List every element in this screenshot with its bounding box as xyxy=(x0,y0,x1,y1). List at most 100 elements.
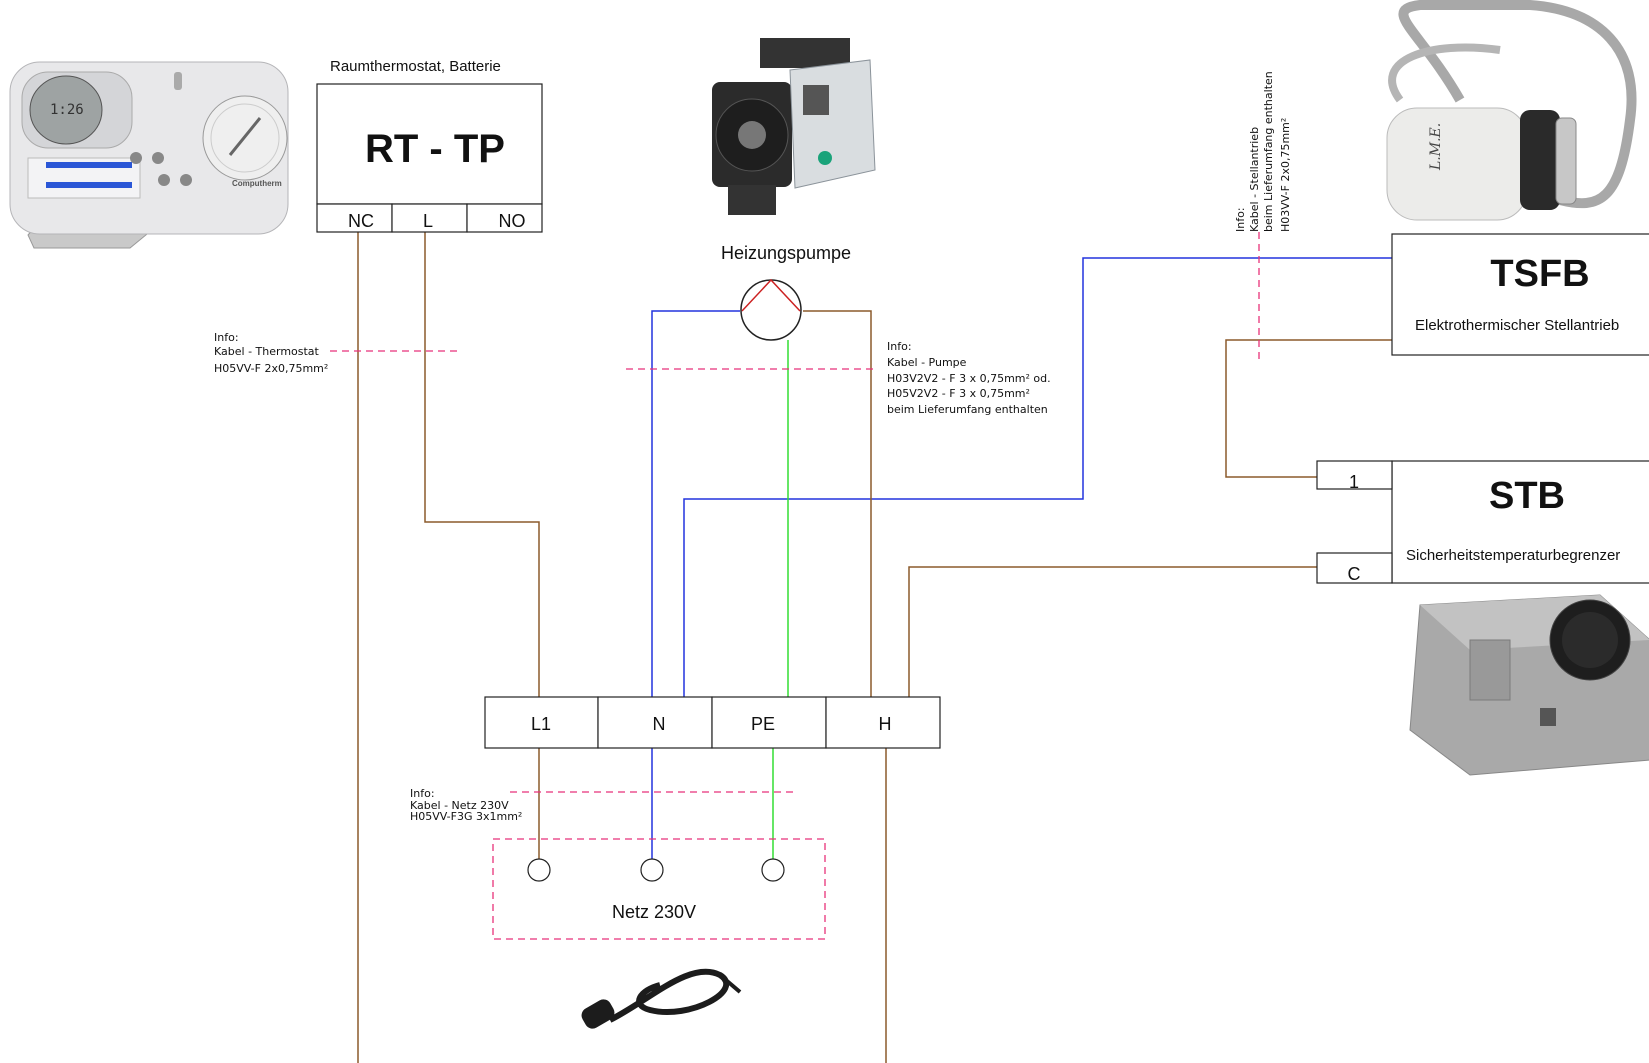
wire-pump-h xyxy=(803,310,872,697)
block-terminal-pe-label: PE xyxy=(751,714,775,734)
pump-connector xyxy=(760,38,850,68)
block-terminal-h xyxy=(825,696,941,749)
info-thermostat-line: Info: xyxy=(214,331,239,344)
actuator-cable-loop xyxy=(1388,43,1501,103)
thermostat-button-3 xyxy=(158,174,170,186)
netz-contact-l1 xyxy=(527,858,551,882)
stb-terminal-c-label: C xyxy=(1348,564,1361,584)
netz: Netz 230V xyxy=(527,858,785,922)
pump-photo xyxy=(712,38,876,215)
wire-n-to-actuator xyxy=(683,257,1392,697)
block-terminal-pe xyxy=(711,696,827,749)
thermostat-dial-pointer xyxy=(228,117,262,156)
block-terminal-h-label: H xyxy=(879,714,892,734)
pump-circle xyxy=(740,279,802,341)
terminal-no xyxy=(466,203,543,233)
power-cable-end xyxy=(718,973,742,994)
info-actuator-line: beim Lieferumfang enthalten xyxy=(1262,71,1275,232)
info-actuator-line: H03VV-F 2x0,75mm² xyxy=(1279,118,1292,232)
thermostat-name: RT - TP xyxy=(365,127,505,171)
pump-flange xyxy=(728,185,776,215)
block-terminal-l1-label: L1 xyxy=(531,714,551,734)
terminal-nc-label: NC xyxy=(348,211,374,231)
thermostat-display-digits: 1:26 xyxy=(50,102,84,118)
info-netz-line: Info: xyxy=(410,787,435,800)
info-actuator-line: Info: xyxy=(1234,207,1247,232)
thermostat-button-1 xyxy=(130,152,142,164)
terminal-nc xyxy=(316,203,393,233)
power-cable-loop xyxy=(608,968,730,1023)
stb-dial-center xyxy=(1562,612,1618,668)
stb-terminal-1 xyxy=(1316,460,1393,490)
stb-frame xyxy=(1391,460,1649,584)
info-markers xyxy=(330,232,1260,940)
pump-symbol: Heizungspumpe xyxy=(721,243,851,341)
thermostat-button-2 xyxy=(152,152,164,164)
netz-label: Netz 230V xyxy=(612,902,696,922)
pump-flow-arrow xyxy=(741,278,801,312)
power-cable-photo xyxy=(581,968,742,1029)
actuator-desc: Elektrothermischer Stellantrieb xyxy=(1415,317,1619,334)
wires xyxy=(357,232,1392,1063)
actuator-cable xyxy=(1398,0,1637,209)
thermostat-box: Raumthermostat, Batterie RT - TP NC L NO xyxy=(316,58,543,233)
stb-name: STB xyxy=(1489,475,1565,517)
thermostat-display xyxy=(29,75,103,145)
terminal-no-label: NO xyxy=(499,211,526,231)
actuator-adapter xyxy=(1555,117,1577,205)
info-thermostat-line: H05VV-F 2x0,75mm² xyxy=(214,362,328,375)
netz-contact-n xyxy=(640,858,664,882)
actuator-name: TSFB xyxy=(1490,253,1589,295)
stb-terminal-1-label: 1 xyxy=(1349,472,1359,492)
block-terminal-l1 xyxy=(484,696,599,749)
thermostat-frame xyxy=(316,83,543,205)
stb-desc: Sicherheitstemperaturbegrenzer xyxy=(1406,547,1620,564)
info-actuator: Info: Kabel - Stellantrieb beim Lieferum… xyxy=(1234,71,1292,232)
stb-screw xyxy=(1540,708,1556,726)
thermostat-photo: 1:26 Computherm xyxy=(9,61,289,249)
stb-box: STB Sicherheitstemperaturbegrenzer 1 C xyxy=(1316,460,1649,584)
thermostat-brand: Computherm xyxy=(232,179,282,188)
power-plug xyxy=(581,999,615,1029)
pump-label: Heizungspumpe xyxy=(721,243,851,263)
stb-terminal-c xyxy=(1316,552,1393,584)
info-netz-line: H05VV-F3G 3x1mm² xyxy=(410,810,522,823)
pump-status-led xyxy=(818,151,832,165)
info-pump: Info: Kabel - Pumpe H03V2V2 - F 3 x 0,75… xyxy=(887,340,1051,416)
info-netz-line: Kabel - Netz 230V xyxy=(410,799,509,812)
thermostat-program-bar-2 xyxy=(46,182,132,188)
info-pump-line: beim Lieferumfang enthalten xyxy=(887,403,1048,416)
actuator-nut xyxy=(1520,110,1560,210)
block-terminal-n-label: N xyxy=(653,714,666,734)
pump-label-plate xyxy=(803,85,829,115)
actuator-brand: L.M.E. xyxy=(1428,123,1444,171)
actuator-photo: L.M.E. xyxy=(1386,0,1637,221)
stb-photo xyxy=(1409,594,1649,776)
pump-impeller-cap xyxy=(738,121,766,149)
info-thermostat-line: Kabel - Thermostat xyxy=(214,345,320,358)
info-pump-line: Info: xyxy=(887,340,912,353)
netz-contact-pe xyxy=(761,858,785,882)
pump-control-box xyxy=(789,59,876,189)
actuator-body xyxy=(1386,107,1528,221)
info-netz: Info: Kabel - Netz 230V H05VV-F3G 3x1mm² xyxy=(410,787,522,823)
terminal-block: L1 N PE H xyxy=(484,696,941,749)
info-thermostat: Info: Kabel - Thermostat H05VV-F 2x0,75m… xyxy=(214,331,328,375)
wire-h-to-stb-c xyxy=(908,566,1317,697)
info-actuator-line: Kabel - Stellantrieb xyxy=(1248,127,1261,232)
actuator-box: TSFB Elektrothermischer Stellantrieb xyxy=(1391,233,1649,356)
thermostat-switch xyxy=(174,72,182,90)
thermostat-dial-ring xyxy=(210,103,280,173)
thermostat-program-bar-1 xyxy=(46,162,132,168)
thermostat-button-4 xyxy=(180,174,192,186)
wire-pump-n xyxy=(651,310,740,697)
terminal-l-label: L xyxy=(423,211,433,231)
thermostat-title: Raumthermostat, Batterie xyxy=(330,58,501,75)
terminal-l xyxy=(391,203,468,233)
info-pump-line: H03V2V2 - F 3 x 0,75mm² od. xyxy=(887,372,1051,385)
wire-thermostat-l-to-l1 xyxy=(424,232,540,697)
block-terminal-n xyxy=(597,696,713,749)
info-pump-line: H05V2V2 - F 3 x 0,75mm² xyxy=(887,387,1030,400)
wire-actuator-to-stb-1 xyxy=(1225,339,1392,478)
